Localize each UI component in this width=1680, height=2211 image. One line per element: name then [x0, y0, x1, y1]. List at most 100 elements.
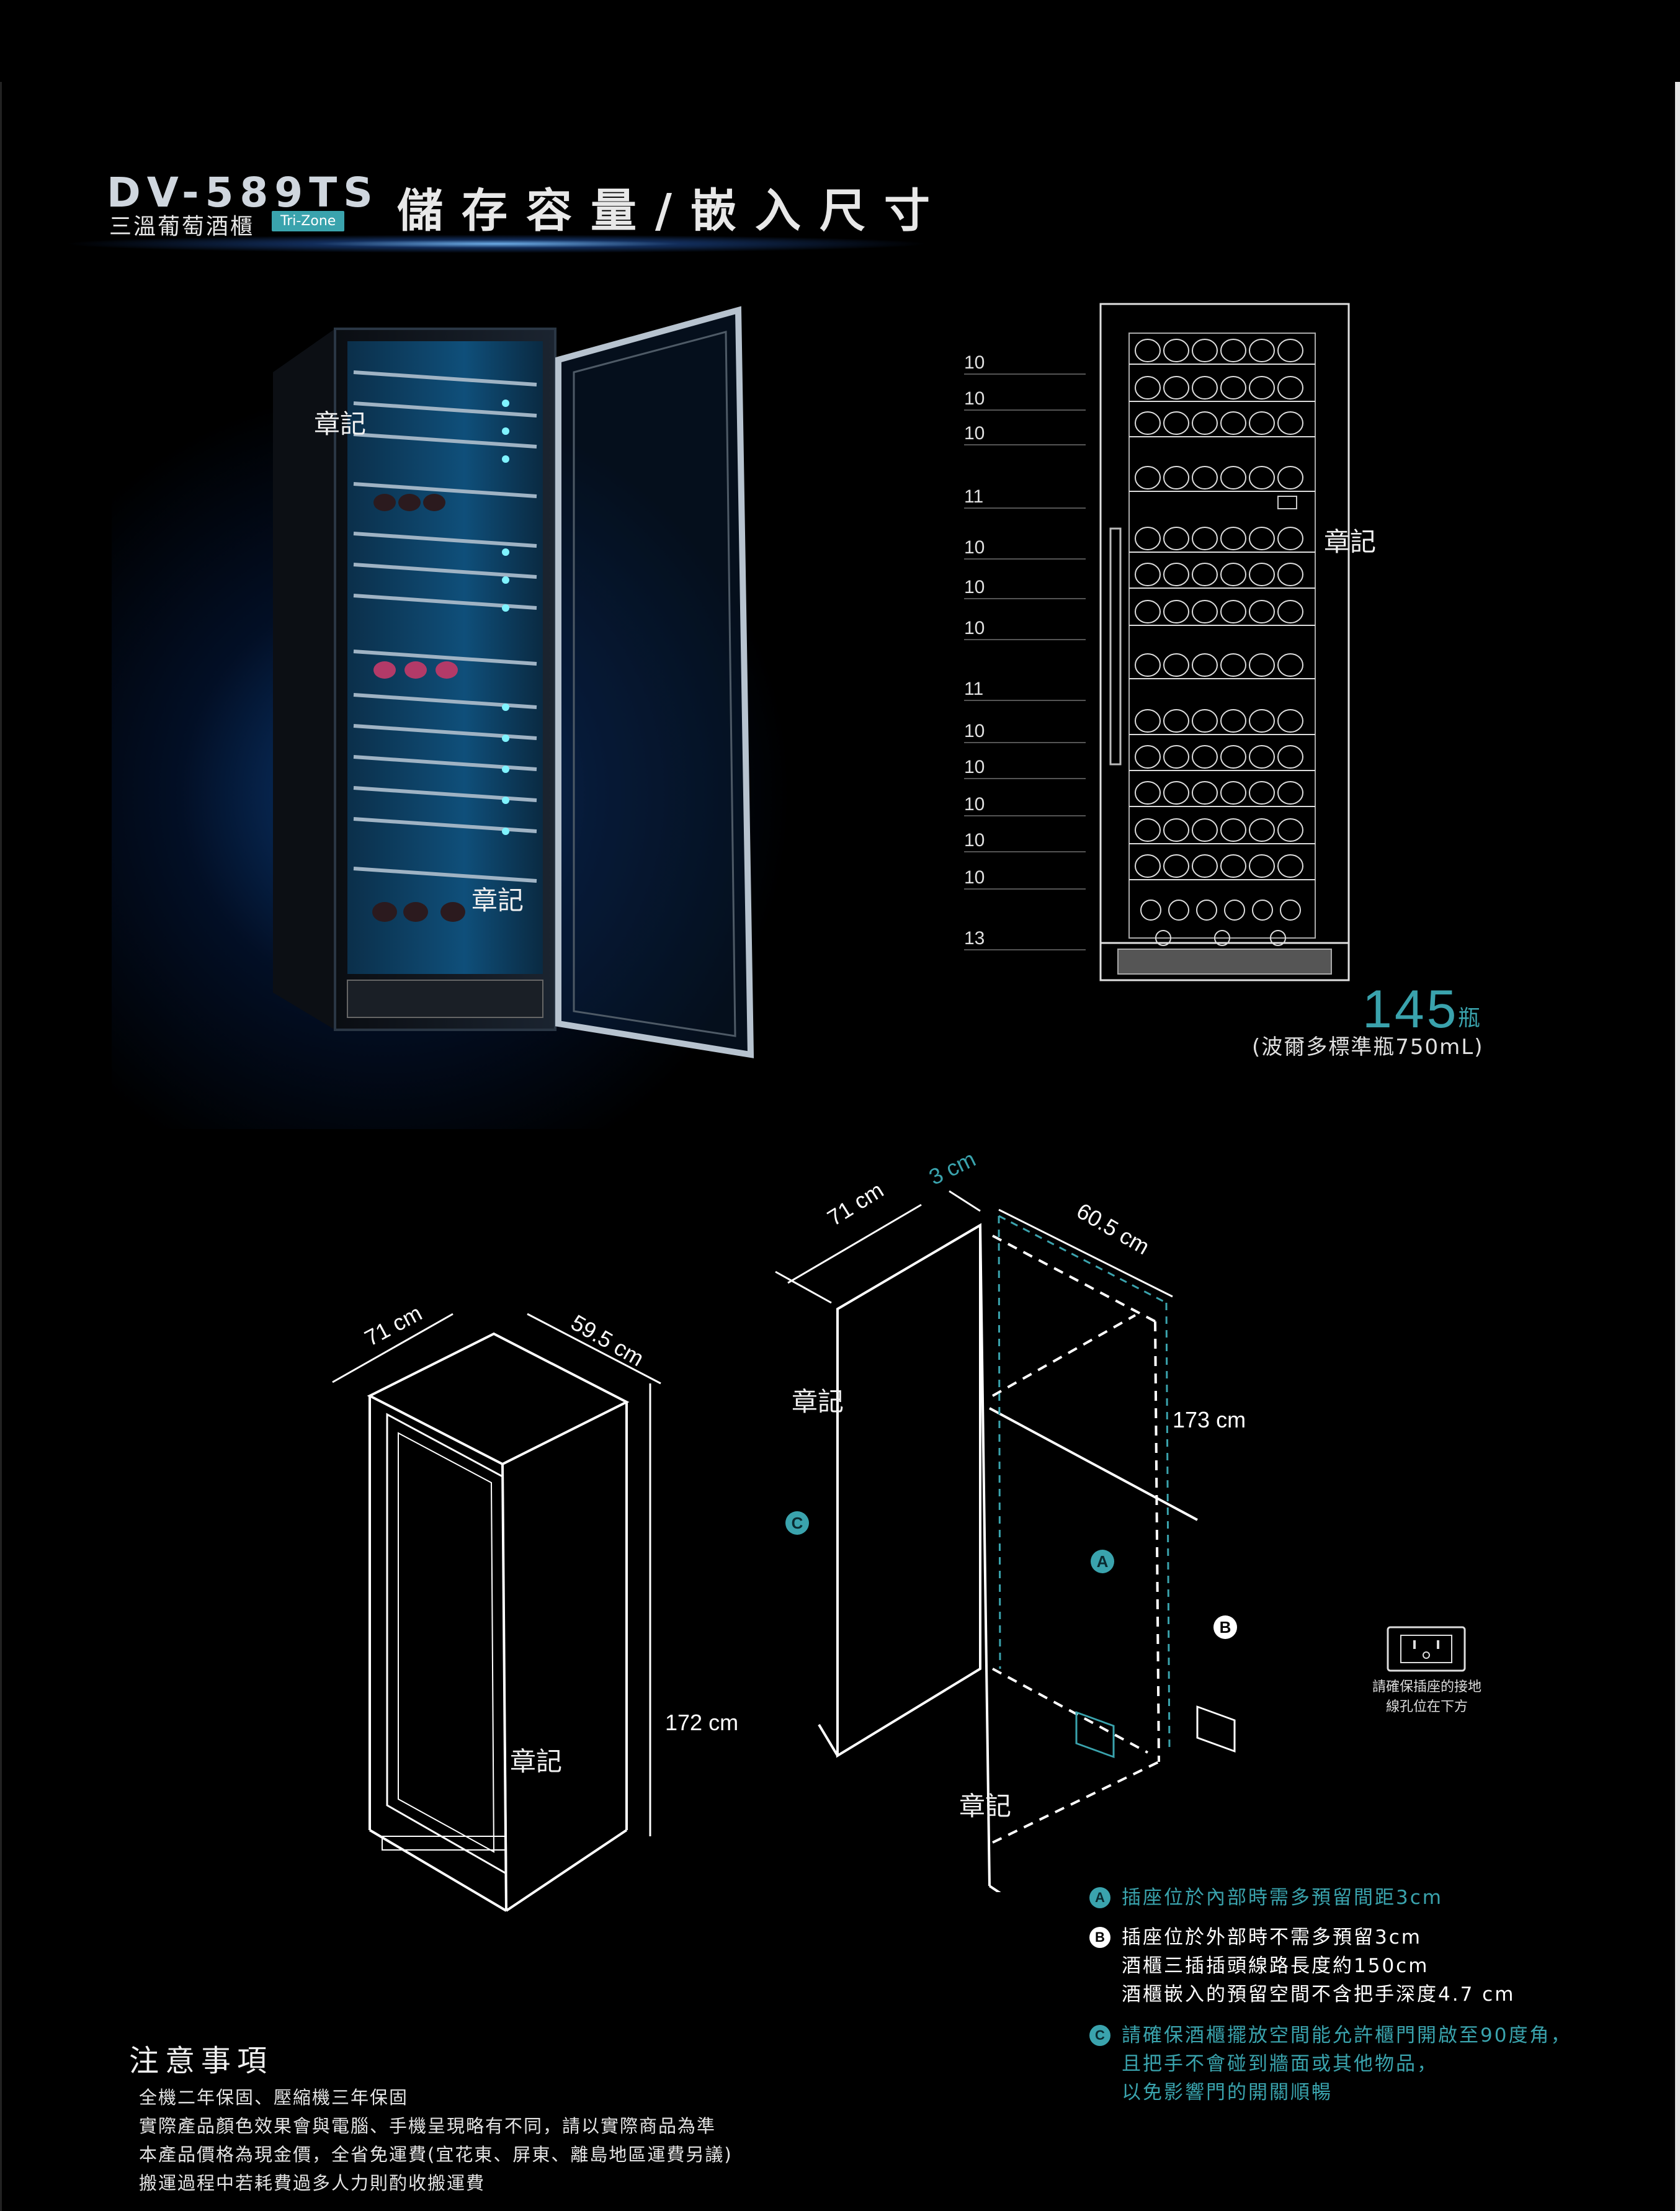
vent-grille — [1117, 949, 1332, 975]
capacity-value: 145 — [1362, 980, 1459, 1039]
marker-c: C — [785, 1511, 809, 1535]
shelf-guide-line — [964, 949, 1086, 950]
shelf-count-label: 11 — [964, 486, 984, 507]
bottle-mark — [1220, 781, 1246, 805]
bottle-mark — [1163, 818, 1189, 842]
stamp-mark-3: 章記 — [1324, 527, 1377, 557]
bottle-mark — [1163, 339, 1189, 362]
bottle-mark — [1135, 411, 1161, 435]
bottle-mark — [1249, 653, 1275, 677]
door-inner-frame — [573, 331, 736, 1037]
bottle-mark — [1249, 411, 1275, 435]
notice-item: 實際產品顏色效果會與電腦、手機呈現略有不同，請以實際商品為準 — [139, 2115, 717, 2137]
shelf-count-label: 11 — [964, 679, 984, 699]
bottle-mark — [1163, 854, 1189, 878]
shelf-guide-line — [964, 700, 1086, 701]
bottle-mark — [1163, 376, 1189, 400]
bottle-mark — [1192, 745, 1218, 769]
bottle-mark — [1163, 709, 1189, 733]
shelf-guide-line — [964, 507, 1086, 509]
bottle-mark — [1135, 563, 1161, 586]
shelf-guide-line — [964, 444, 1086, 445]
bottle-mark — [1220, 411, 1246, 435]
bottle-mark — [1220, 527, 1246, 550]
capacity-note: (波爾多標準瓶750mL) — [1252, 1035, 1484, 1060]
bottle-mark — [1135, 527, 1161, 550]
outlet-icon — [1387, 1626, 1466, 1672]
bottle-mark — [1249, 600, 1275, 623]
shelf-guide-line — [964, 851, 1086, 852]
bottle-mark — [1135, 818, 1161, 842]
bottle-mark — [1192, 563, 1218, 586]
install-note-line: 且把手不會碰到牆面或其他物品， — [1122, 2053, 1438, 2075]
bottle-mark — [1220, 339, 1246, 362]
bottle-mark — [1220, 653, 1246, 677]
install-note-line: 酒櫃嵌入的預留空間不含把手深度4.7 cm — [1122, 1983, 1516, 2006]
bottle-mark — [1192, 376, 1218, 400]
bottle-mark — [1135, 376, 1161, 400]
bottle-mark — [1249, 818, 1275, 842]
bottle-mark — [1249, 563, 1275, 586]
marker-a: A — [1091, 1550, 1114, 1573]
notice-item: 搬運過程中若耗費過多人力則酌收搬運費 — [139, 2173, 486, 2194]
bottle-mark — [1277, 411, 1303, 435]
stamp-mark-4: 章記 — [510, 1746, 563, 1777]
shelf-count-label: 10 — [964, 352, 985, 373]
bottle-mark — [1192, 653, 1218, 677]
model-name: DV-589TS — [107, 169, 379, 217]
shelf-count-label: 10 — [964, 830, 985, 851]
shelf-count-label: 10 — [964, 618, 985, 638]
bottle-mark — [1220, 709, 1246, 733]
bottle-mark — [1135, 781, 1161, 805]
shelf-count-label: 10 — [964, 867, 985, 888]
wine-cabinet-photo — [273, 306, 754, 1058]
bottle-mark — [1277, 563, 1303, 586]
outlet-icon-outer — [1196, 1705, 1236, 1753]
bottle-mark — [1192, 466, 1218, 489]
shelf-count-label: 13 — [964, 928, 985, 949]
stamp-mark-2: 章記 — [471, 885, 524, 916]
bottle-mark — [1249, 339, 1275, 362]
bottle-mark — [1163, 745, 1189, 769]
handle-icon — [1109, 527, 1122, 766]
shelf-guide-line — [964, 558, 1086, 560]
shelf-guide-line — [964, 409, 1086, 411]
bottle-mark — [1163, 411, 1189, 435]
notice-item: 本產品價格為現金價，全省免運費(宜花東、屏東、離島地區運費另議) — [139, 2144, 733, 2165]
bottle-mark — [1220, 376, 1246, 400]
bottle-mark — [1163, 600, 1189, 623]
wine-bottles — [372, 494, 465, 922]
bottle-mark — [1249, 854, 1275, 878]
shelf-count-label: 10 — [964, 577, 985, 597]
note-marker-a: A — [1089, 1887, 1110, 1908]
bottle-mark — [1277, 339, 1303, 362]
bottle-mark — [1192, 411, 1218, 435]
bottle-mark — [1135, 339, 1161, 362]
tri-zone-badge: Tri-Zone — [272, 211, 345, 231]
bottle-mark — [1220, 745, 1246, 769]
bottle-mark — [1277, 745, 1303, 769]
bottle-mark — [1220, 854, 1246, 878]
bottle-mark — [1163, 653, 1189, 677]
page-title: 儲存容量/嵌入尺寸 — [397, 184, 949, 238]
bottle-mark — [1163, 563, 1189, 586]
outlet-note: 請確保插座的接地線孔位在下方 — [1372, 1679, 1481, 1715]
install-note-line: 請確保酒櫃擺放空間能允許櫃門開啟至90度角， — [1122, 2024, 1572, 2047]
shelf-guide-line — [964, 598, 1086, 599]
bottle-mark — [1277, 854, 1303, 878]
shelf-guide-line — [964, 888, 1086, 890]
note-marker-b: B — [1089, 1927, 1110, 1948]
bottle-mark — [1192, 339, 1218, 362]
top-band — [0, 0, 1680, 82]
glass-door — [555, 306, 754, 1058]
bottle-mark — [1277, 466, 1303, 489]
bottle-mark — [1277, 709, 1303, 733]
shelf-diagram — [1099, 303, 1350, 981]
bottle-mark — [1163, 527, 1189, 550]
left-edge — [0, 82, 2, 2211]
shelf-count-label: 10 — [964, 794, 985, 815]
bottle-mark — [1192, 527, 1218, 550]
marker-b: B — [1213, 1615, 1237, 1639]
bottle-mark — [1277, 600, 1303, 623]
shelf-guide-line — [964, 742, 1086, 743]
